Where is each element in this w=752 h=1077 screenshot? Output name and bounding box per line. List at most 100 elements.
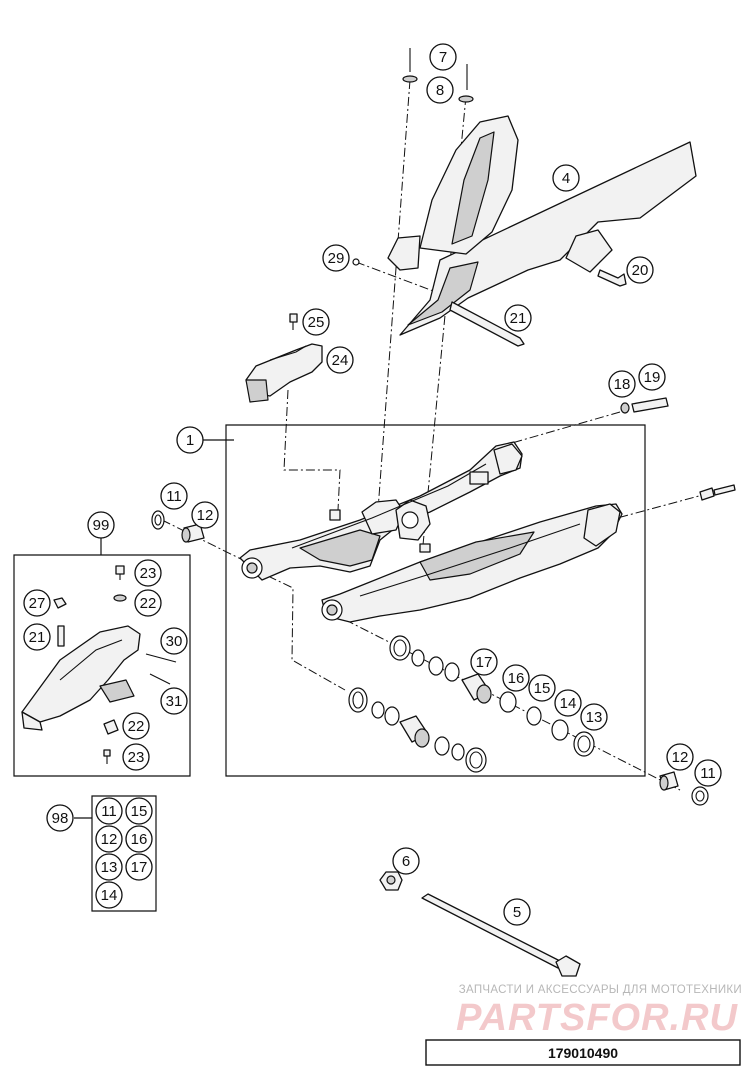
svg-text:98: 98: [52, 810, 69, 827]
callout-8: 8: [426, 76, 454, 104]
callout-29: 29: [322, 244, 350, 272]
bearing-stack-lower: [348, 687, 487, 773]
svg-text:14: 14: [560, 695, 577, 712]
chain-guard: [387, 115, 697, 336]
kit-98-item-15: 15: [125, 797, 153, 825]
callout-14: 14: [554, 689, 582, 717]
callout-5: 5: [503, 898, 531, 926]
svg-text:21: 21: [510, 310, 527, 327]
pivot-axle: [421, 893, 581, 977]
callout-25: 25: [302, 308, 330, 336]
callout-12-left: 12: [191, 501, 219, 529]
svg-text:17: 17: [476, 654, 493, 671]
kit-99-item-22-bottom: 22: [122, 712, 150, 740]
kit-98-item-17: 17: [125, 853, 153, 881]
svg-text:13: 13: [586, 709, 603, 726]
kit-98-box: [74, 795, 157, 912]
svg-text:24: 24: [332, 352, 349, 369]
kit-98-item-12: 12: [95, 825, 123, 853]
kit-99-label: 99: [87, 511, 115, 539]
pivot-nut: [379, 871, 403, 891]
callout-11-right: 11: [694, 759, 722, 787]
svg-text:19: 19: [644, 369, 661, 386]
callout-6: 6: [392, 847, 420, 875]
callout-1: 1: [176, 426, 204, 454]
pivot-bushing-right: [659, 771, 709, 806]
swingarm: [239, 441, 623, 623]
callout-15: 15: [528, 674, 556, 702]
svg-text:14: 14: [101, 887, 118, 904]
svg-text:22: 22: [128, 718, 145, 735]
callout-4: 4: [552, 164, 580, 192]
kit-99-callouts: 99 23 27 22 21 30 31 22 23: [23, 511, 188, 771]
drawing-number: 179010490: [548, 1045, 618, 1061]
kit-98-label: 98: [46, 804, 74, 832]
svg-text:15: 15: [534, 680, 551, 697]
svg-text:12: 12: [101, 831, 118, 848]
chain-adjuster-bolts: [620, 397, 736, 501]
svg-text:11: 11: [101, 803, 117, 820]
svg-text:25: 25: [308, 314, 325, 331]
kit-98-item-11: 11: [95, 797, 123, 825]
svg-text:8: 8: [436, 82, 444, 99]
svg-text:29: 29: [328, 250, 345, 267]
svg-text:16: 16: [131, 831, 148, 848]
drawing-number-box: 179010490: [425, 1039, 741, 1066]
svg-text:12: 12: [672, 749, 689, 766]
kit-99-item-30: 30: [160, 627, 188, 655]
swingarm-assembly-frame: [225, 424, 646, 777]
callout-7: 7: [429, 43, 457, 71]
callout-17: 17: [470, 648, 498, 676]
svg-text:23: 23: [140, 565, 157, 582]
kit-98-item-16: 16: [125, 825, 153, 853]
kit-99-item-31: 31: [160, 687, 188, 715]
svg-text:18: 18: [614, 376, 631, 393]
svg-text:5: 5: [513, 904, 521, 921]
callout-24: 24: [326, 346, 354, 374]
kit-99-item-21: 21: [23, 623, 51, 651]
kit-99-box: [13, 538, 191, 777]
callout-20: 20: [626, 256, 654, 284]
kit-99-item-27: 27: [23, 589, 51, 617]
callout-12-right: 12: [666, 743, 694, 771]
svg-text:1: 1: [186, 432, 194, 449]
callout-18: 18: [608, 370, 636, 398]
callout-19: 19: [638, 363, 666, 391]
chain-slider-pad: [245, 313, 323, 403]
kit-98-item-13: 13: [95, 853, 123, 881]
watermark: ЗАПЧАСТИ И АКСЕССУАРЫ ДЛЯ МОТОТЕХНИКИ PA…: [456, 984, 742, 1039]
kit-98-item-14: 14: [95, 881, 123, 909]
callout-16: 16: [502, 664, 530, 692]
chain-guard-fasteners: [352, 48, 627, 347]
svg-text:22: 22: [140, 595, 157, 612]
kit-99-item-23-top: 23: [134, 559, 162, 587]
svg-text:7: 7: [439, 49, 447, 66]
svg-text:20: 20: [632, 262, 649, 279]
svg-text:30: 30: [166, 633, 183, 650]
pivot-bushing-left: [151, 510, 205, 543]
kit-99-item-22-top: 22: [134, 589, 162, 617]
svg-text:17: 17: [131, 859, 148, 876]
svg-text:31: 31: [166, 693, 183, 710]
svg-text:6: 6: [402, 853, 410, 870]
callout-13: 13: [580, 703, 608, 731]
bearing-stack-upper: [389, 635, 595, 757]
svg-text:13: 13: [101, 859, 118, 876]
watermark-brand: PARTSFOR.RU: [456, 997, 738, 1039]
svg-text:16: 16: [508, 670, 525, 687]
svg-text:23: 23: [128, 749, 145, 766]
watermark-tagline: ЗАПЧАСТИ И АКСЕССУАРЫ ДЛЯ МОТОТЕХНИКИ: [459, 984, 742, 996]
svg-text:12: 12: [197, 507, 214, 524]
kit-98-callouts: 98 11 15 12 16 13 17 14: [46, 797, 153, 909]
part-callouts: 1 7 8 4 29 20 21 25 24 18 19 11 12 17 16…: [160, 43, 722, 926]
svg-text:27: 27: [29, 595, 46, 612]
svg-text:11: 11: [166, 488, 182, 505]
svg-text:4: 4: [562, 170, 570, 187]
kit-99-item-23-bottom: 23: [122, 743, 150, 771]
svg-text:11: 11: [700, 765, 716, 782]
callout-21: 21: [504, 304, 532, 332]
svg-text:21: 21: [29, 629, 46, 646]
svg-text:99: 99: [93, 517, 110, 534]
